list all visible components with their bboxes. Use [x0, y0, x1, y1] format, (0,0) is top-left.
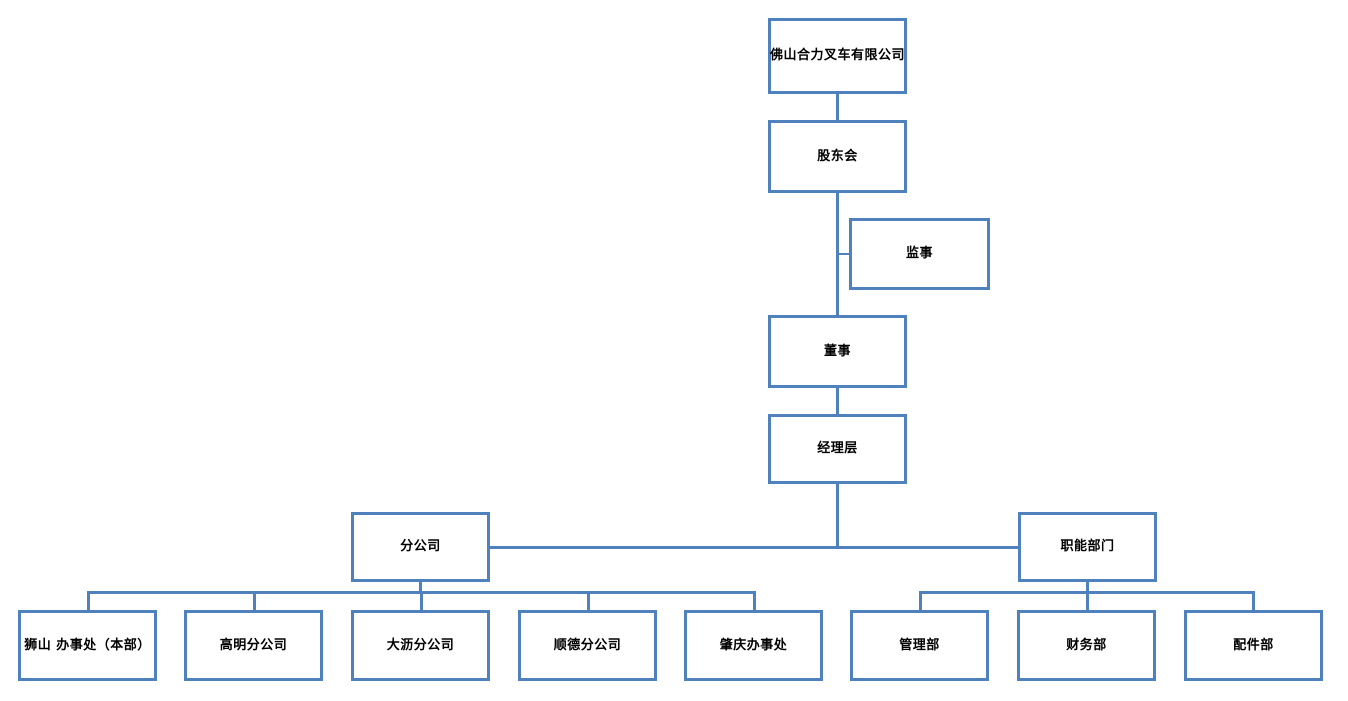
- node-functional-child-2-label: 财务部: [1066, 637, 1107, 653]
- node-shareholders[interactable]: 股东会: [768, 120, 907, 193]
- node-company[interactable]: 佛山合力叉车有限公司: [768, 18, 907, 94]
- node-shareholders-label: 股东会: [817, 148, 858, 164]
- node-supervisor-label: 监事: [905, 246, 933, 262]
- node-branch-child-1-label: 狮山 办事处（本部）: [24, 637, 151, 653]
- node-functional[interactable]: 职能部门: [1018, 512, 1157, 582]
- connector-drop-functional-3: [1252, 591, 1255, 611]
- node-management[interactable]: 经理层: [768, 414, 907, 484]
- node-functional-child-3-label: 配件部: [1233, 637, 1274, 653]
- connector-director-to-management: [836, 388, 839, 414]
- node-branch-child-1[interactable]: 狮山 办事处（本部）: [18, 610, 157, 681]
- node-director[interactable]: 董事: [768, 315, 907, 388]
- node-functional-child-2[interactable]: 财务部: [1017, 610, 1156, 681]
- node-management-label: 经理层: [817, 441, 858, 457]
- node-branches[interactable]: 分公司: [351, 512, 490, 582]
- connector-management-to-split: [836, 484, 839, 549]
- connector-drop-branch-4: [587, 591, 590, 611]
- connector-functional-down: [1086, 581, 1089, 593]
- node-branch-child-4-label: 顺德分公司: [553, 637, 622, 653]
- node-branch-child-3-label: 大沥分公司: [386, 637, 455, 653]
- node-branch-child-3[interactable]: 大沥分公司: [351, 610, 490, 681]
- node-branch-child-4[interactable]: 顺德分公司: [518, 610, 657, 681]
- node-supervisor[interactable]: 监事: [849, 218, 990, 290]
- connector-drop-branch-1: [87, 591, 90, 611]
- node-director-label: 董事: [823, 343, 851, 359]
- connector-drop-functional-1: [919, 591, 922, 611]
- node-functional-child-1-label: 管理部: [899, 637, 940, 653]
- node-branch-child-2[interactable]: 高明分公司: [184, 610, 323, 681]
- connector-drop-branch-2: [253, 591, 256, 611]
- connector-drop-branch-3: [420, 591, 423, 611]
- node-branches-label: 分公司: [400, 539, 441, 555]
- node-branch-child-2-label: 高明分公司: [219, 637, 288, 653]
- connector-trunk-to-supervisor: [836, 253, 854, 255]
- connector-branches-functional-bar: [489, 546, 1019, 549]
- node-functional-label: 职能部门: [1060, 539, 1115, 555]
- connector-company-to-shareholders: [836, 92, 839, 120]
- connector-drop-functional-2: [1086, 591, 1089, 611]
- node-branch-child-5[interactable]: 肇庆办事处: [684, 610, 823, 681]
- node-company-label: 佛山合力叉车有限公司: [770, 48, 906, 64]
- node-functional-child-3[interactable]: 配件部: [1184, 610, 1323, 681]
- connector-drop-branch-5: [753, 591, 756, 611]
- node-branch-child-5-label: 肇庆办事处: [719, 637, 788, 653]
- connector-branches-down: [419, 581, 422, 593]
- node-functional-child-1[interactable]: 管理部: [850, 610, 989, 681]
